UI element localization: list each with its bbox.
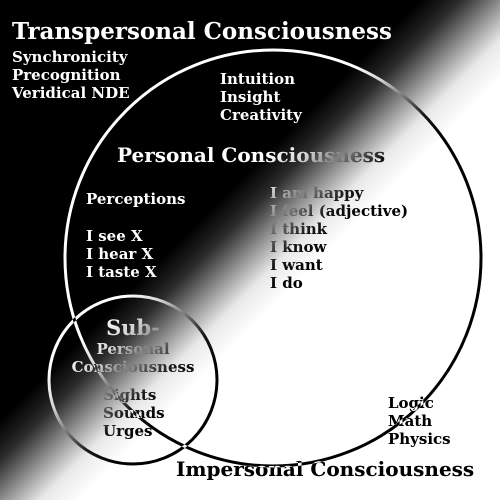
state-item: I want: [270, 256, 323, 274]
perception-item: I taste X: [86, 263, 157, 281]
state-item: I feel (adjective): [270, 202, 409, 220]
subpersonal-circle: [47, 294, 219, 466]
state-item: I am happy: [270, 184, 364, 202]
transpersonal-list: Synchronicity Precognition Veridical NDE: [12, 48, 130, 102]
intuition-list: Intuition Insight Creativity: [220, 70, 302, 124]
subpersonal-item: Urges: [103, 422, 153, 440]
transpersonal-item: Synchronicity: [12, 48, 128, 66]
transpersonal-title: Transpersonal Consciousness: [12, 18, 392, 45]
personal-circle: [63, 48, 483, 468]
impersonal-item: Math: [388, 412, 433, 430]
perceptions-list: I see X I hear X I taste X: [86, 227, 157, 281]
transpersonal-item: Precognition: [12, 66, 121, 84]
perceptions-heading: Perceptions: [86, 190, 186, 208]
subpersonal-title: Sub- Personal Consciousness: [63, 315, 203, 377]
subpersonal-title-line1: Sub-: [106, 315, 160, 340]
impersonal-title: Impersonal Consciousness: [176, 457, 475, 481]
intuition-item: Insight: [220, 88, 281, 106]
subpersonal-title-line2: Personal: [96, 340, 170, 358]
personal-title: Personal Consciousness: [117, 143, 386, 167]
state-item: I do: [270, 274, 303, 292]
state-item: I think: [270, 220, 328, 238]
subpersonal-title-line3: Consciousness: [71, 358, 195, 376]
impersonal-item: Physics: [388, 430, 451, 448]
subpersonal-item: Sights: [103, 386, 157, 404]
state-item: I know: [270, 238, 327, 256]
impersonal-item: Logic: [388, 394, 434, 412]
subpersonal-item: Sounds: [103, 404, 165, 422]
transpersonal-item: Veridical NDE: [12, 84, 130, 102]
perception-item: I hear X: [86, 245, 154, 263]
perception-item: I see X: [86, 227, 143, 245]
intuition-item: Creativity: [220, 106, 302, 124]
personal-states-list: I am happy I feel (adjective) I think I …: [270, 184, 408, 292]
subpersonal-list: Sights Sounds Urges: [103, 386, 165, 440]
impersonal-list: Logic Math Physics: [388, 394, 451, 448]
intuition-item: Intuition: [220, 70, 295, 88]
